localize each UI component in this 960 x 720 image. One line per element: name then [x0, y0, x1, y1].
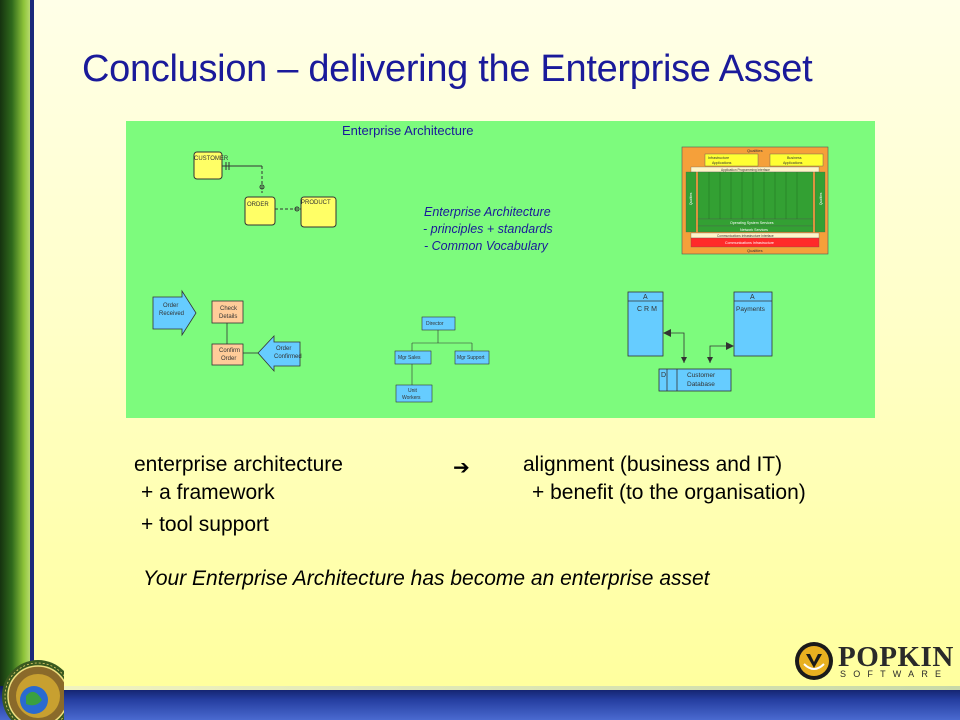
entity-customer-label: CUSTOMER: [194, 156, 229, 162]
left-accent-bar: [0, 0, 34, 720]
layer-api: Application Programming Interface: [721, 168, 770, 172]
process-confirm-order-1: Confirm: [219, 348, 240, 354]
org-right-label: Mgr Support: [457, 355, 485, 361]
org-bottom-label-1: Unit: [408, 388, 418, 394]
layer-net: Network Services: [740, 228, 768, 232]
line1-left: enterprise architecture: [134, 453, 343, 476]
bottom-bar-highlight: [34, 686, 960, 690]
data-model: CUSTOMER ORDER PRODUCT: [193, 151, 337, 228]
layer-bottom-label: Qualities: [747, 248, 763, 253]
layer-comm-iface: Communications Infrastructure Interface: [717, 234, 774, 238]
center-text-3: - Common Vocabulary: [424, 239, 549, 253]
system-crm-label: CRM: [637, 306, 659, 313]
system-db-tag: D: [661, 372, 666, 379]
org-left-label: Mgr Sales: [398, 355, 421, 361]
system-db-label-1: Customer: [687, 372, 716, 379]
layer-infra-apps-2: Applications: [712, 161, 732, 165]
emblem-seal: [0, 656, 64, 720]
entity-product-label: PRODUCT: [301, 200, 331, 206]
system-payments-label: Payments: [736, 306, 766, 313]
line3-left: + tool support: [141, 513, 269, 536]
bottom-accent-bar: [0, 686, 960, 720]
process-order-confirmed-1: Order: [276, 346, 291, 352]
layer-biz-apps-1: Business: [787, 156, 802, 160]
process-order-received-2: Received: [159, 311, 184, 317]
org-chart: Director Mgr Sales Mgr Support Unit Work…: [394, 316, 490, 403]
left-bar-edge: [30, 0, 34, 690]
logo-name: POPKIN: [838, 641, 954, 673]
system-crm-tag: A: [643, 294, 648, 301]
logo-subtitle: SOFTWARE: [840, 669, 949, 679]
process-check-details-1: Check: [220, 306, 238, 312]
layer-infra-apps-1: Infrastructure: [708, 156, 729, 160]
process-check-details-2: Details: [219, 314, 237, 320]
process-confirm-order-2: Order: [221, 356, 236, 362]
line1-right: alignment (business and IT): [523, 453, 783, 476]
layer-comm: Communications Infrastructure: [725, 241, 774, 245]
diagram-heading: Enterprise Architecture: [342, 123, 474, 138]
line2-right: + benefit (to the organisation): [532, 481, 806, 504]
layer-biz-apps-2: Applications: [783, 161, 803, 165]
popkin-logo-icon: [795, 642, 833, 680]
center-text-1: Enterprise Architecture: [424, 205, 551, 219]
layer-top-label: Qualities: [747, 148, 763, 153]
enterprise-architecture-diagram: Enterprise Architecture CUSTOMER ORDER P…: [126, 121, 875, 418]
layer-side-right: Qualities: [819, 192, 823, 205]
process-order-received-1: Order: [163, 303, 178, 309]
systems-diagram: A CRM A Payments D Customer Database: [627, 291, 773, 392]
process-order-confirmed-2: Confirmed: [274, 354, 302, 360]
center-text-2: - principles + standards: [423, 222, 553, 236]
layer-side-left: Qualities: [689, 192, 693, 205]
slide-title: Conclusion – delivering the Enterprise A…: [82, 48, 813, 90]
arrow-right-icon: ➔: [453, 457, 470, 479]
system-db-label-2: Database: [687, 381, 715, 388]
line2-left: + a framework: [141, 481, 275, 504]
layer-os: Operating System Services: [730, 221, 774, 225]
org-top-label: Director: [426, 321, 444, 327]
popkin-logo: POPKIN SOFTWARE: [794, 640, 953, 682]
process-flow: Order Received Check Details Confirm Ord…: [152, 289, 302, 373]
layer-model: Qualities Infrastructure Applications Bu…: [681, 146, 829, 255]
system-payments-tag: A: [750, 294, 755, 301]
conclusion-statement: Your Enterprise Architecture has become …: [143, 567, 710, 590]
org-bottom-label-2: Workers: [402, 395, 421, 401]
entity-order-label: ORDER: [247, 202, 269, 208]
